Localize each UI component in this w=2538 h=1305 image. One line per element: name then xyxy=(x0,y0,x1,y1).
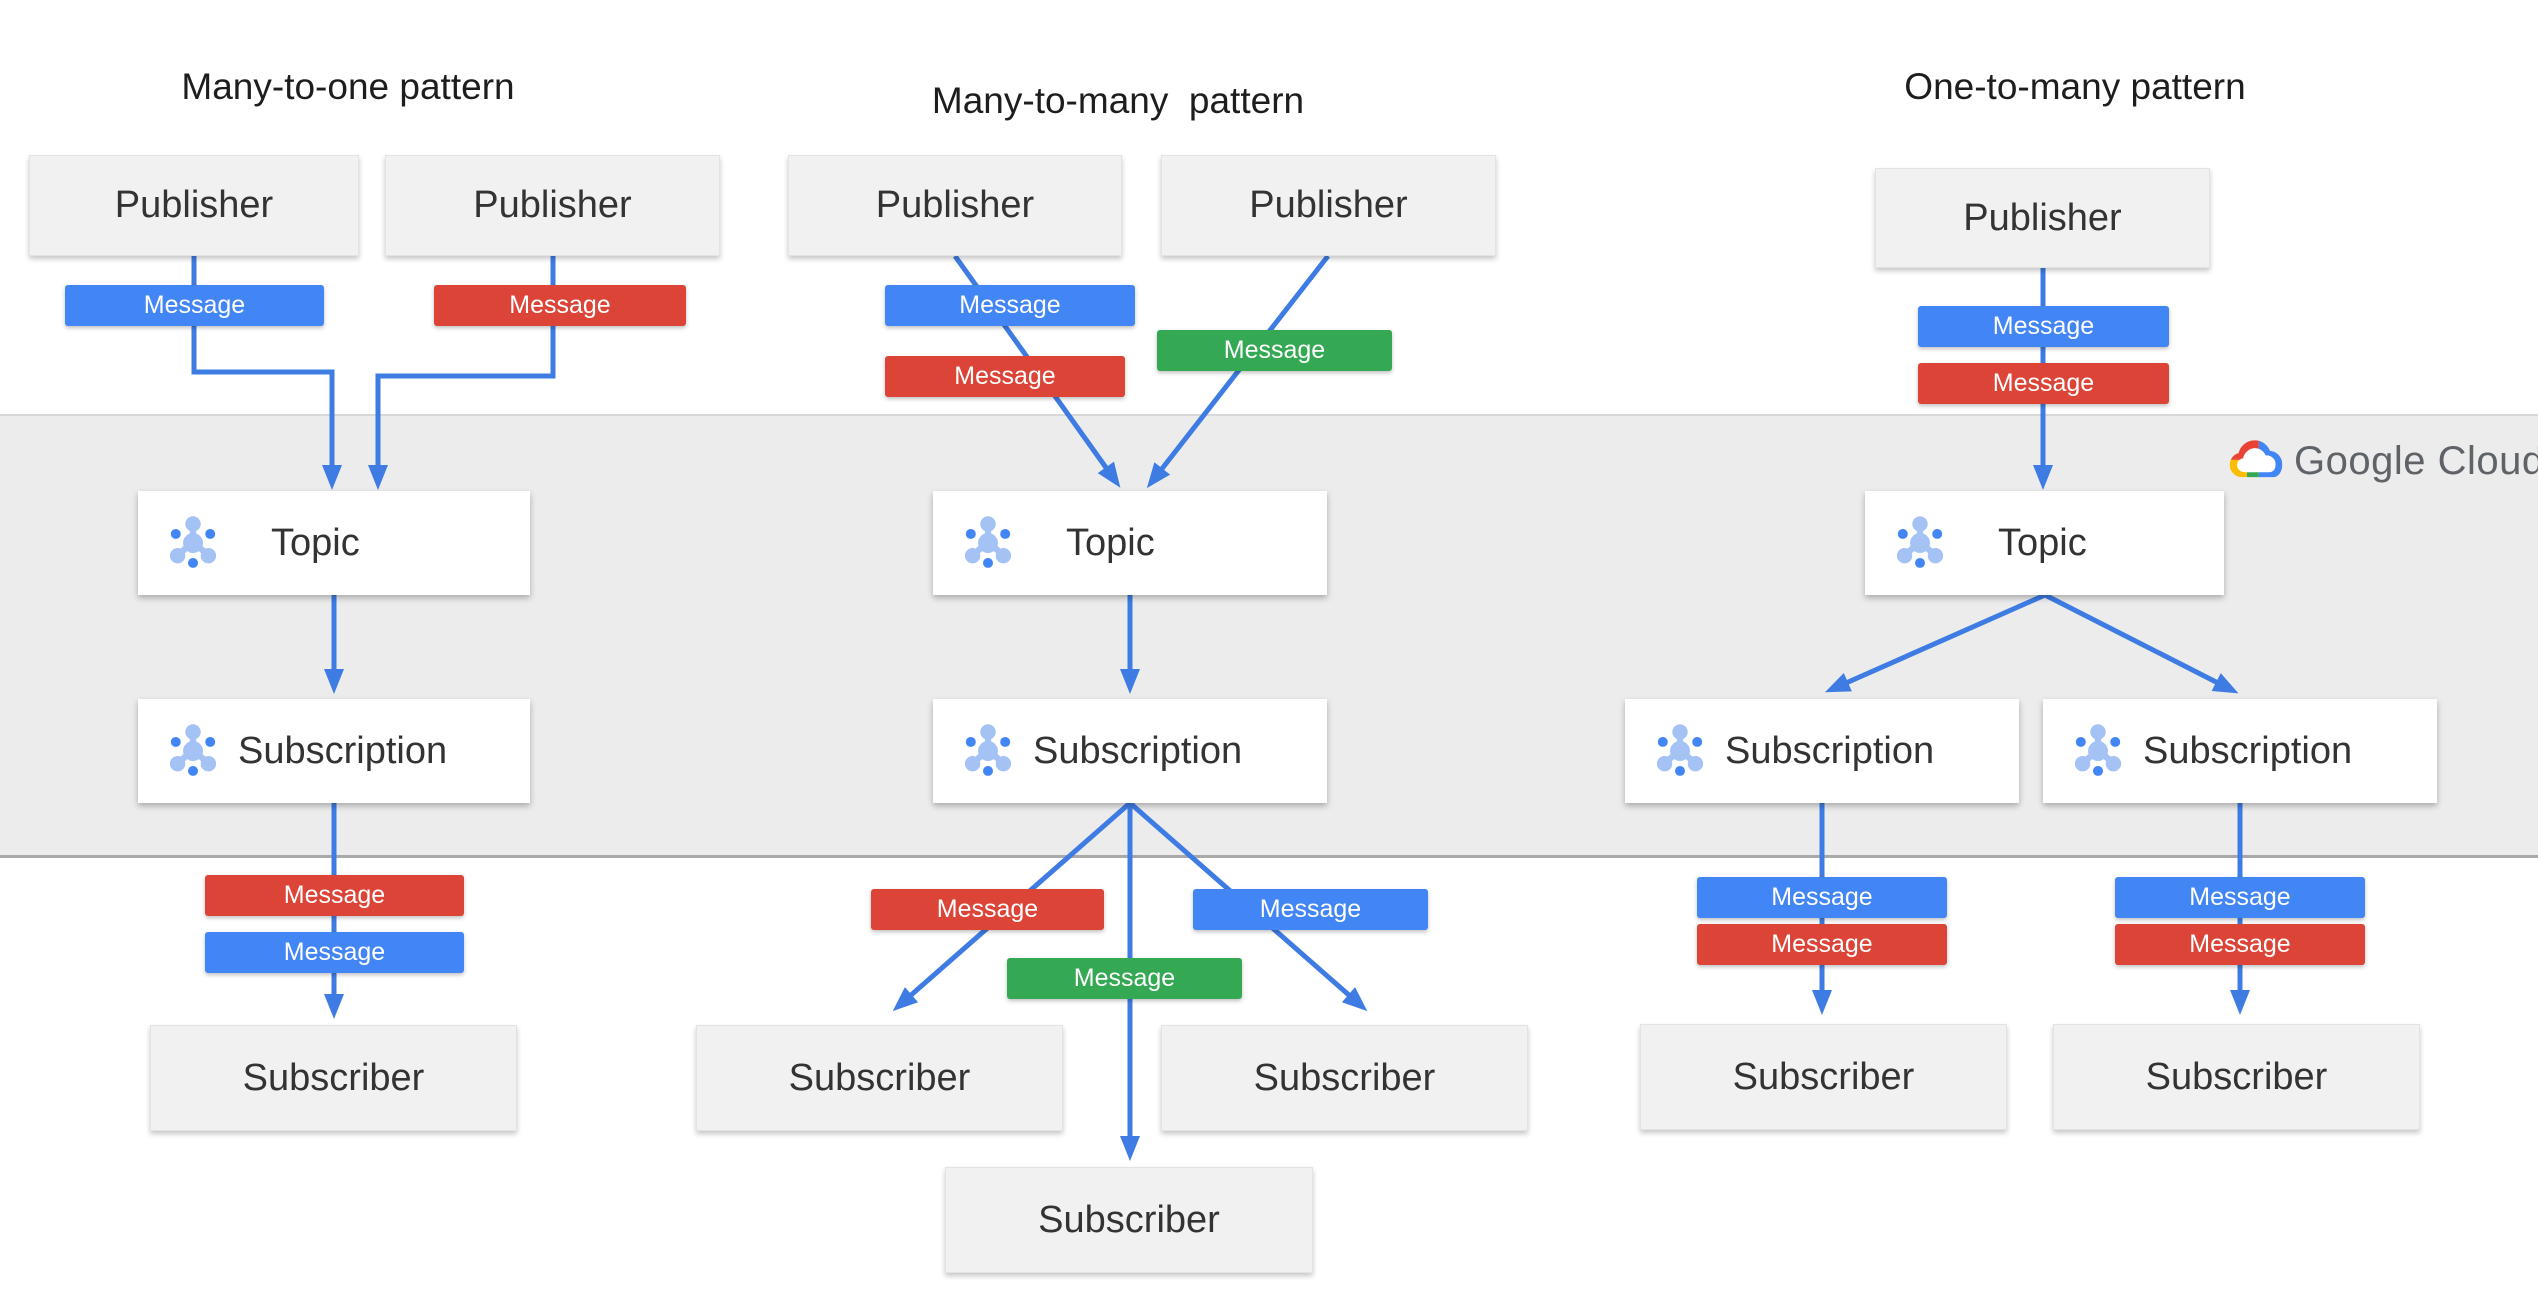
publisher-label: Publisher xyxy=(114,184,274,226)
publisher-box: Publisher xyxy=(788,155,1122,256)
pubsub-topic-icon xyxy=(959,513,1017,573)
subscription-label: Subscription xyxy=(1033,729,1243,772)
publisher-box: Publisher xyxy=(29,155,359,256)
google-cloud-icon xyxy=(2229,440,2283,478)
pubsub-topic-icon xyxy=(1891,513,1949,573)
pattern1-title: Many-to-one pattern xyxy=(181,66,515,107)
topic-box: Topic xyxy=(1865,491,2224,595)
subscription-label: Subscription xyxy=(1725,729,1935,772)
subscription-box: Subscription xyxy=(1625,699,2019,803)
subscriber-label: Subscriber xyxy=(2145,1055,2328,1098)
message-badge-blue: Message xyxy=(1193,889,1428,930)
subscription-label: Subscription xyxy=(2143,729,2353,772)
subscriber-label: Subscriber xyxy=(1732,1055,1915,1098)
subscriber-label: Subscriber xyxy=(242,1056,425,1099)
subscriber-box: Subscriber xyxy=(2053,1024,2420,1130)
message-badge-blue: Message xyxy=(2115,877,2365,918)
publisher-label: Publisher xyxy=(473,184,632,226)
publisher-box: Publisher xyxy=(1161,155,1496,256)
subscription-label: Subscription xyxy=(238,729,448,772)
subscription-box: Subscription xyxy=(2043,699,2437,803)
pubsub-topic-icon xyxy=(164,513,222,573)
publisher-label: Publisher xyxy=(1249,184,1408,226)
publisher-label: Publisher xyxy=(1963,196,2122,239)
message-badge-blue: Message xyxy=(885,285,1135,326)
subscriber-box: Subscriber xyxy=(1161,1025,1528,1131)
subscriber-label: Subscriber xyxy=(1253,1056,1436,1099)
subscriber-box: Subscriber xyxy=(1640,1024,2007,1130)
publisher-box: Publisher xyxy=(385,155,720,256)
pubsub-subscription-icon xyxy=(164,721,222,781)
google-cloud-wordmark: Google Cloud xyxy=(2294,438,2538,483)
message-badge-blue: Message xyxy=(205,932,464,973)
topic-label: Topic xyxy=(271,521,360,564)
pattern3-title: One-to-many pattern xyxy=(1904,66,2246,107)
subscriber-label: Subscriber xyxy=(1038,1198,1220,1241)
message-badge-blue: Message xyxy=(1918,306,2169,347)
pattern2-title: Many-to-many pattern xyxy=(931,80,1305,121)
message-badge-green: Message xyxy=(1157,330,1392,371)
google-cloud-logo: Google Cloud xyxy=(2228,438,2538,484)
message-badge-red: Message xyxy=(885,356,1125,397)
message-badge-red: Message xyxy=(434,285,686,326)
message-badge-blue: Message xyxy=(1697,877,1947,918)
subscriber-label: Subscriber xyxy=(788,1056,971,1099)
message-badge-red: Message xyxy=(2115,924,2365,965)
message-badge-red: Message xyxy=(1697,924,1947,965)
message-badge-green: Message xyxy=(1007,958,1242,999)
message-badge-red: Message xyxy=(1918,363,2169,404)
subscription-box: Subscription xyxy=(933,699,1327,803)
message-badge-red: Message xyxy=(205,875,464,916)
subscriber-box: Subscriber xyxy=(696,1025,1063,1131)
topic-box: Topic xyxy=(138,491,530,595)
pubsub-subscription-icon xyxy=(959,721,1017,781)
message-badge-red: Message xyxy=(871,889,1104,930)
pubsub-subscription-icon xyxy=(1651,721,1709,781)
subscription-box: Subscription xyxy=(138,699,530,803)
subscriber-box: Subscriber xyxy=(150,1025,517,1131)
subscriber-box: Subscriber xyxy=(945,1167,1313,1273)
publisher-box: Publisher xyxy=(1875,168,2210,268)
topic-label: Topic xyxy=(1998,521,2087,564)
pubsub-subscription-icon xyxy=(2069,721,2127,781)
message-badge-blue: Message xyxy=(65,285,324,326)
publisher-label: Publisher xyxy=(875,184,1035,226)
topic-box: Topic xyxy=(933,491,1327,595)
topic-label: Topic xyxy=(1066,521,1155,564)
